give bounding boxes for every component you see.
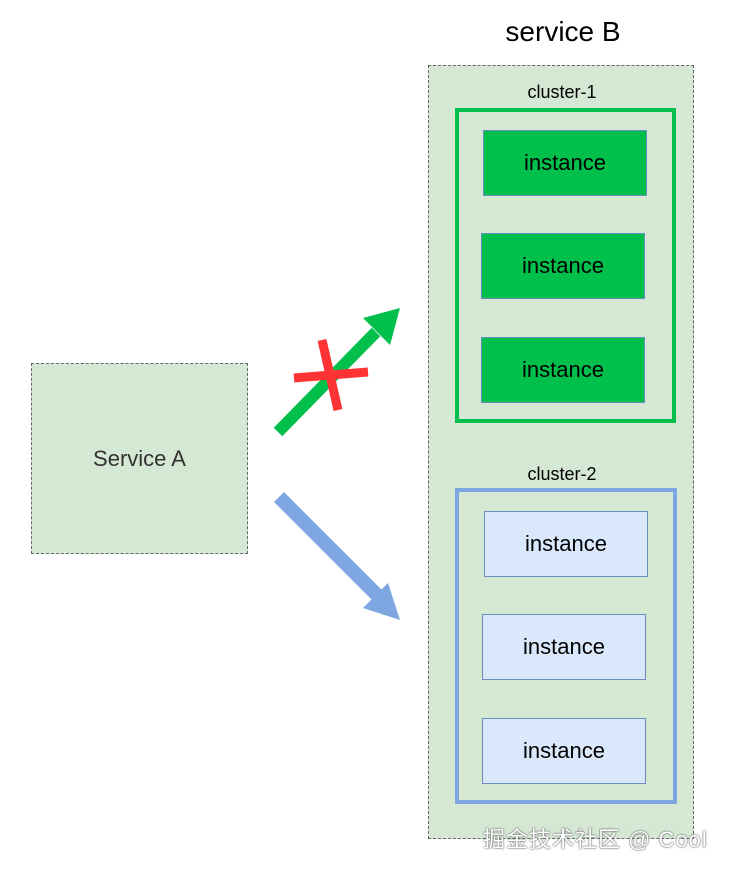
cluster-1-box bbox=[455, 108, 676, 423]
cluster-1-label: cluster-1 bbox=[527, 82, 597, 102]
service-a-label: Service A bbox=[93, 445, 186, 471]
watermark: 掘金技术社区 @ Cool bbox=[483, 827, 708, 852]
cluster-2-instance-1: instance bbox=[484, 511, 648, 577]
cluster-2-box bbox=[455, 488, 677, 804]
cluster-1-instance-1: instance bbox=[483, 130, 647, 196]
cluster-1-instance-3: instance bbox=[481, 337, 645, 403]
blocked-cross-mark bbox=[293, 338, 369, 412]
cluster-1-instance-2: instance bbox=[481, 233, 645, 299]
cluster-2-instance-2: instance bbox=[482, 614, 646, 680]
service-b-title: service B bbox=[505, 16, 621, 47]
cluster-2-label: cluster-2 bbox=[527, 464, 597, 484]
cluster-2-instance-3: instance bbox=[482, 718, 646, 784]
blue-arrow-to-cluster-2 bbox=[274, 492, 400, 620]
service-a-box: Service A bbox=[31, 363, 248, 554]
